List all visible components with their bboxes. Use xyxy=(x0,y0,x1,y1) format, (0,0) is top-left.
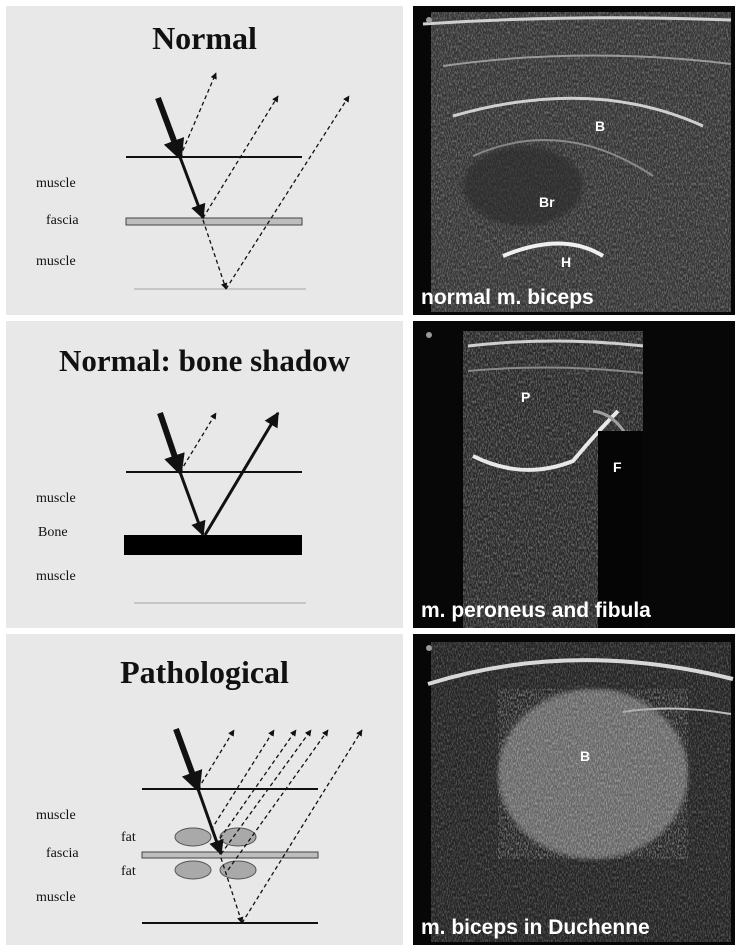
reflected-arrow xyxy=(211,730,274,830)
diagram-panel-bone-shadow: Normal: bone shadow muscle Bone muscle xyxy=(6,321,403,628)
ultrasound-image-peroneus-fibula: P F m. peroneus and fibula xyxy=(413,321,735,628)
marker-b: B xyxy=(580,748,590,764)
refracted-beam-arrow xyxy=(180,157,203,218)
incident-beam-arrow xyxy=(176,729,198,789)
marker-h: H xyxy=(561,254,571,270)
reflected-arrow xyxy=(198,730,234,789)
reflected-arrow xyxy=(216,730,296,844)
layer-label-muscle: muscle xyxy=(36,176,76,192)
layer-label-muscle: muscle xyxy=(36,808,76,824)
fat-deposit xyxy=(175,861,211,879)
layer-label-muscle: muscle xyxy=(36,254,76,270)
reflected-arrow xyxy=(180,73,216,157)
ultrasound-image-normal-biceps: B Br H normal m. biceps xyxy=(413,6,735,315)
layer-label-muscle: muscle xyxy=(36,569,76,585)
diagram-panel-pathological: Pathological muscle fascia muscle fat fa… xyxy=(6,634,403,945)
image-caption: m. biceps in Duchenne xyxy=(421,916,650,940)
fat-deposit xyxy=(220,861,256,879)
layer-label-muscle: muscle xyxy=(36,890,76,906)
image-caption: normal m. biceps xyxy=(421,286,594,310)
layer-label-bone: Bone xyxy=(38,525,68,541)
marker-b: B xyxy=(595,118,605,134)
layer-label-fascia: fascia xyxy=(46,846,79,862)
reflected-arrow xyxy=(180,413,216,472)
layer-label-fat: fat xyxy=(121,830,136,846)
fascia-layer xyxy=(126,218,302,225)
reflected-arrow xyxy=(242,730,362,923)
bone-layer xyxy=(124,535,302,555)
fascia-layer xyxy=(142,852,318,858)
incident-beam-arrow xyxy=(158,98,180,157)
fat-deposit xyxy=(175,828,211,846)
reflected-bone-arrow xyxy=(205,413,278,535)
layer-label-fascia: fascia xyxy=(46,213,79,229)
image-caption: m. peroneus and fibula xyxy=(421,599,651,623)
marker-p: P xyxy=(521,389,530,405)
marker-f: F xyxy=(613,459,622,475)
incident-beam-arrow xyxy=(160,413,180,472)
transmitted-arrow xyxy=(203,220,226,289)
reflected-arrow xyxy=(226,96,349,289)
layer-label-fat: fat xyxy=(121,864,136,880)
diagram-panel-normal: Normal muscle fascia muscle xyxy=(6,6,403,315)
refracted-beam-arrow xyxy=(180,472,203,535)
marker-br: Br xyxy=(539,194,555,210)
reflected-arrow xyxy=(228,730,328,870)
layer-label-muscle: muscle xyxy=(36,491,76,507)
ultrasound-image-duchenne-biceps: B m. biceps in Duchenne xyxy=(413,634,735,945)
